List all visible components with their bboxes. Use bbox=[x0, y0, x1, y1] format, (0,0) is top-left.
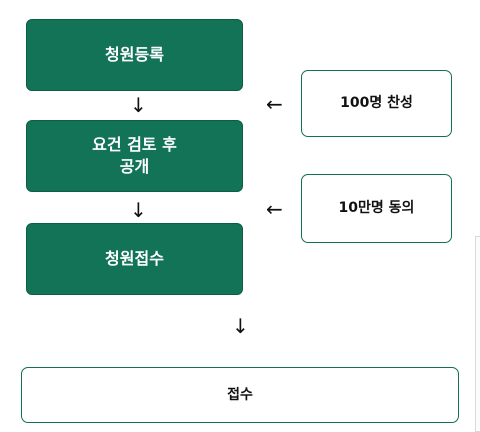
condition-100k-agreements: 10만명 동의 bbox=[301, 174, 452, 243]
step-petition-received-label: 청원접수 bbox=[105, 249, 164, 269]
condition-100-approvals: 100명 찬성 bbox=[301, 70, 452, 137]
result-received: 접수 bbox=[21, 367, 459, 423]
condition-100k-agreements-label: 10만명 동의 bbox=[338, 200, 415, 217]
step-requirement-review: 요건 검토 후 공개 bbox=[26, 120, 243, 192]
down-arrow-1: ↓ bbox=[130, 93, 147, 117]
step-petition-registration-label: 청원등록 bbox=[105, 45, 164, 65]
down-arrow-2: ↓ bbox=[130, 198, 147, 222]
left-arrow-1: ← bbox=[266, 92, 283, 116]
right-edge-panel bbox=[475, 236, 480, 432]
step-petition-received: 청원접수 bbox=[26, 223, 243, 295]
condition-100-approvals-label: 100명 찬성 bbox=[340, 95, 413, 112]
down-arrow-3: ↓ bbox=[232, 314, 249, 338]
step-petition-registration: 청원등록 bbox=[26, 19, 243, 91]
left-arrow-2: ← bbox=[266, 197, 283, 221]
step-requirement-review-label: 요건 검토 후 공개 bbox=[92, 135, 177, 176]
result-received-label: 접수 bbox=[227, 386, 253, 403]
